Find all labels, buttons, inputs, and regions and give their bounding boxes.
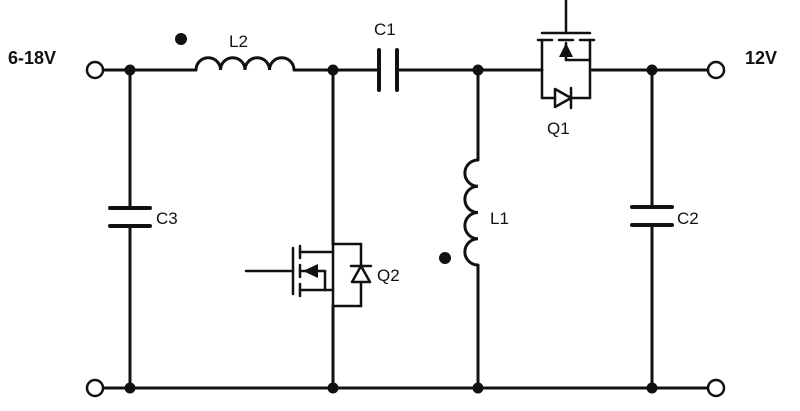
capacitor-c3 — [108, 206, 152, 228]
l2-label: L2 — [229, 32, 248, 51]
q1-label: Q1 — [547, 119, 570, 138]
mosfet-q2 — [244, 242, 373, 308]
junction-dot — [646, 64, 658, 76]
mosfet-q1 — [536, 0, 596, 110]
input-terminal-bottom — [85, 378, 105, 398]
input-terminal-top — [85, 60, 105, 80]
junction-dot — [646, 382, 658, 394]
inductor-l1 — [463, 158, 479, 267]
c3-label: C3 — [156, 209, 178, 228]
inductor-l2 — [194, 56, 296, 71]
junction-nodes — [124, 64, 658, 394]
junction-dot — [472, 382, 484, 394]
junction-dot — [124, 382, 136, 394]
l1-polarity-dot — [439, 252, 451, 264]
c2-label: C2 — [677, 209, 699, 228]
junction-dot — [124, 64, 136, 76]
c1-label: C1 — [374, 20, 396, 39]
capacitor-c2 — [630, 205, 674, 227]
capacitor-c1 — [377, 48, 399, 92]
input-voltage-label: 6-18V — [8, 48, 56, 68]
l2-polarity-dot — [175, 33, 187, 45]
junction-dot — [327, 382, 339, 394]
output-voltage-label: 12V — [745, 48, 777, 68]
junction-dot — [472, 64, 484, 76]
junction-dot — [327, 64, 339, 76]
output-terminal-bottom — [706, 378, 726, 398]
wires — [101, 68, 710, 390]
l1-label: L1 — [490, 209, 509, 228]
output-terminal-top — [706, 60, 726, 80]
q2-label: Q2 — [377, 266, 400, 285]
